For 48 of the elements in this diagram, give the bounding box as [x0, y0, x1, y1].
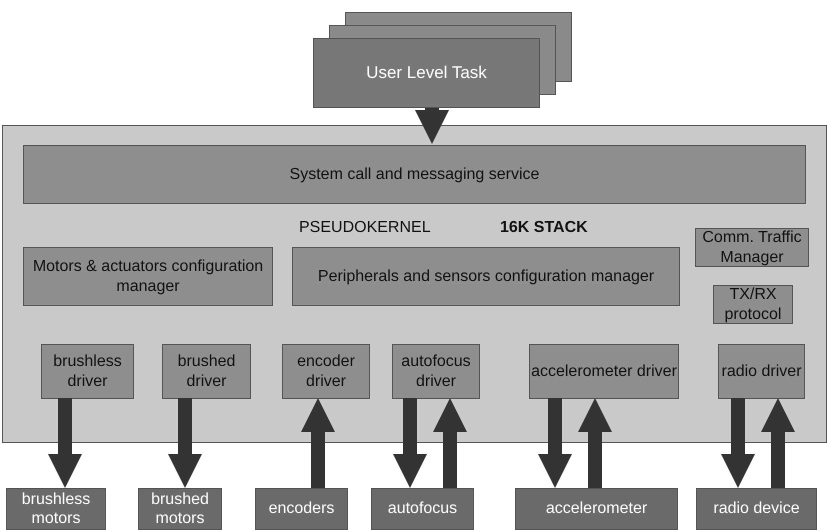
- device-box: [696, 488, 817, 530]
- arrow: [721, 398, 755, 488]
- driver-box: [529, 344, 679, 399]
- device-box: [138, 488, 222, 530]
- box-label: Comm. Traffic Manager: [701, 228, 803, 267]
- box-label: encoders: [268, 499, 334, 519]
- module-box: [713, 285, 793, 324]
- arrow: [761, 398, 795, 488]
- box-label: accelerometer: [546, 499, 648, 519]
- box-label: User Level Task: [366, 62, 487, 84]
- arrow: [168, 398, 202, 488]
- box-label: TX/RX protocol: [724, 285, 782, 324]
- arrow: [393, 398, 427, 488]
- arrow: [301, 398, 335, 488]
- service-bar: [23, 145, 806, 204]
- stack-size-label: 16K STACK: [500, 218, 588, 238]
- arrow: [433, 398, 467, 488]
- box-label: brushless driver: [52, 352, 123, 391]
- driver-box: [41, 344, 134, 399]
- box-label: radio device: [713, 499, 800, 519]
- task-box: [313, 38, 540, 108]
- module-box: [292, 247, 680, 306]
- box-label: autofocus driver: [400, 352, 472, 391]
- device-box: [371, 488, 474, 530]
- box-label: System call and messaging service: [290, 164, 540, 184]
- box-label: brushed driver: [176, 352, 236, 391]
- device-box: [255, 488, 348, 530]
- panel-title: PSEUDOKERNEL: [299, 218, 431, 238]
- box-label: autofocus: [388, 499, 458, 519]
- box-label: accelerometer driver: [531, 362, 677, 382]
- driver-box: [282, 344, 370, 399]
- module-box: [23, 247, 273, 306]
- driver-box: [718, 344, 805, 399]
- driver-box: [162, 344, 251, 399]
- kernel-panel: [2, 125, 827, 443]
- device-box: [6, 488, 106, 530]
- arrow: [48, 398, 82, 488]
- box-label: brushless motors: [20, 490, 92, 528]
- device-box: [515, 488, 678, 530]
- arrow: [538, 398, 572, 488]
- arrow: [578, 398, 612, 488]
- box-label: radio driver: [721, 362, 802, 382]
- box-label: encoder driver: [296, 352, 356, 391]
- arrow: [415, 108, 449, 144]
- box-label: Peripherals and sensors configuration manager: [318, 266, 654, 286]
- driver-box: [392, 344, 480, 399]
- box-label: brushed motors: [150, 490, 210, 528]
- box-label: Motors & actuators configuration manager: [32, 257, 264, 296]
